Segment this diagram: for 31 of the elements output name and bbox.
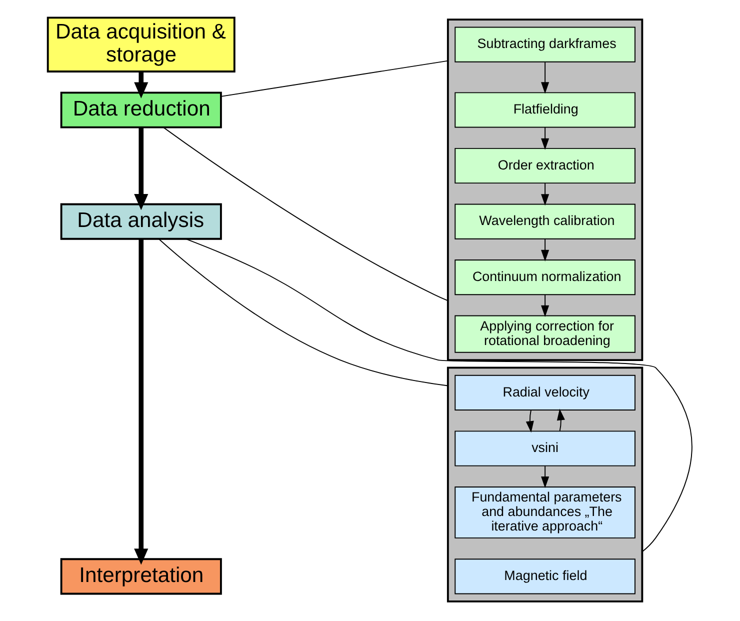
node-box: Data acquisition & storage [46,16,236,72]
connector [185,238,692,552]
connector [162,126,448,302]
node-box: vsini [454,430,636,466]
node-box: Continuum normalization [454,260,636,296]
node-box: Wavelength calibration [454,204,636,240]
node-box: Applying correction for rotational broadening [454,315,636,353]
node-box: Magnetic field [454,558,636,594]
arrow [134,72,148,98]
connector [158,238,448,386]
arrow [541,62,550,94]
node-box: Order extraction [454,148,636,184]
node-box: Flatfielding [454,92,636,128]
cluster [446,366,644,602]
cluster [446,18,644,361]
connector [220,60,448,97]
node-box: Interpretation [60,558,222,595]
node-box: Radial velocity [454,374,636,411]
arrow [134,128,148,210]
node-box: Subtracting darkframes [454,26,636,62]
arrow [526,410,534,433]
arrow [541,182,550,206]
arrow [541,126,550,150]
node-box: Data reduction [60,92,222,128]
node-box: Data analysis [60,203,222,240]
arrow [541,294,550,317]
arrow [134,239,148,565]
arrow [556,408,565,432]
arrow [541,466,550,488]
node-box: Fundamental parameters and abundances „The iterative approach“ [454,486,636,538]
arrow [541,238,550,262]
